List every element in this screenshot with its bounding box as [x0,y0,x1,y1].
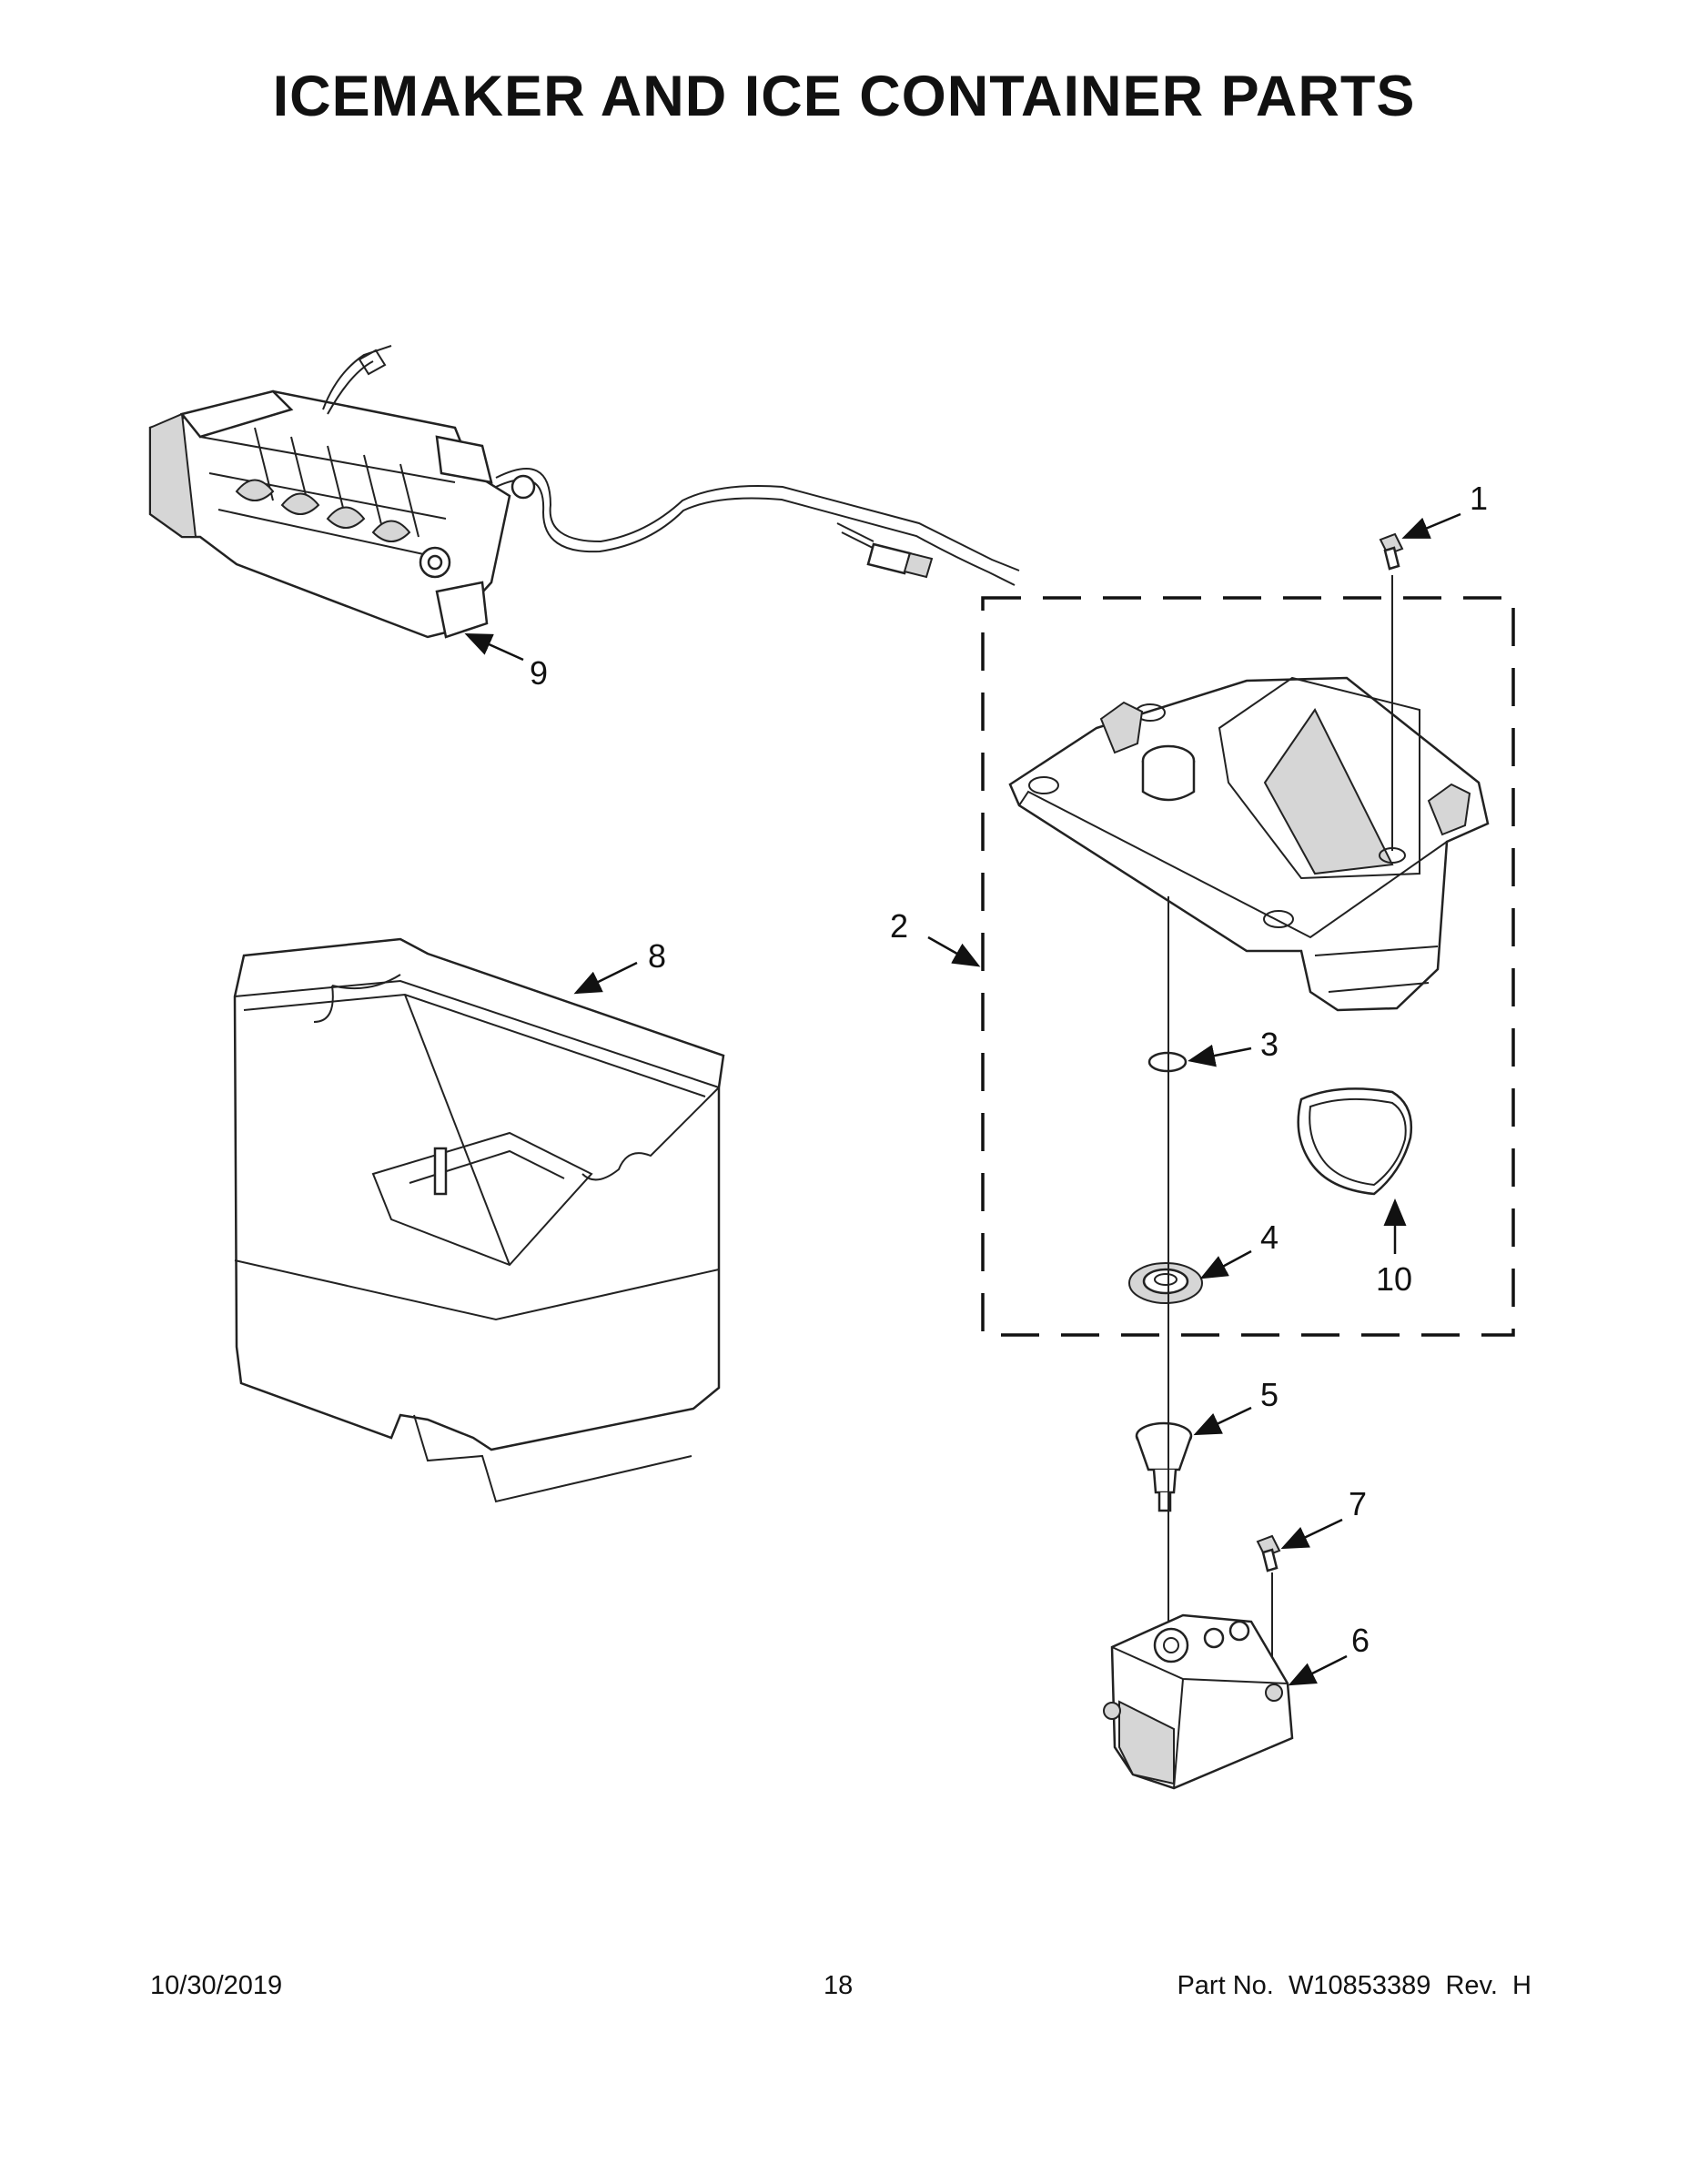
ice-container [233,937,725,1503]
leader-6 [1288,1654,1348,1686]
leader-8 [573,961,638,995]
ice-chute-housing [1008,676,1490,1012]
callout-7: 7 [1349,1485,1367,1522]
leader-7 [1280,1518,1343,1550]
callout-5: 5 [1260,1376,1279,1413]
leader-5 [1193,1406,1252,1436]
callout-2: 2 [890,907,908,945]
footer-part-number: Part No. W10853389 Rev. H [1177,1971,1531,2000]
callout-10: 10 [1376,1260,1412,1298]
callout-6: 6 [1351,1622,1370,1659]
leader-lines [464,512,1461,1686]
leader-9 [464,632,524,662]
screw-1 [1379,532,1404,851]
leader-4 [1199,1249,1252,1279]
seal [1128,1262,1203,1304]
icemaker [148,345,1020,639]
footer-date: 10/30/2019 [150,1971,283,2000]
screw-7 [1256,1534,1281,1697]
leader-3 [1188,1044,1252,1067]
page-title: ICEMAKER AND ICE CONTAINER PARTS [272,65,1416,128]
callout-8: 8 [648,937,666,975]
coupler [1135,1421,1193,1512]
footer-page-number: 18 [824,1971,854,2000]
assembly-box [981,596,1515,1337]
leader-1 [1401,512,1461,539]
gasket [1297,1087,1413,1196]
callout-3: 3 [1260,1026,1279,1063]
callout-1: 1 [1470,480,1488,517]
leader-2 [927,935,981,967]
auger-motor [1103,1613,1294,1790]
callout-4: 4 [1260,1218,1279,1256]
callout-9: 9 [530,654,548,692]
